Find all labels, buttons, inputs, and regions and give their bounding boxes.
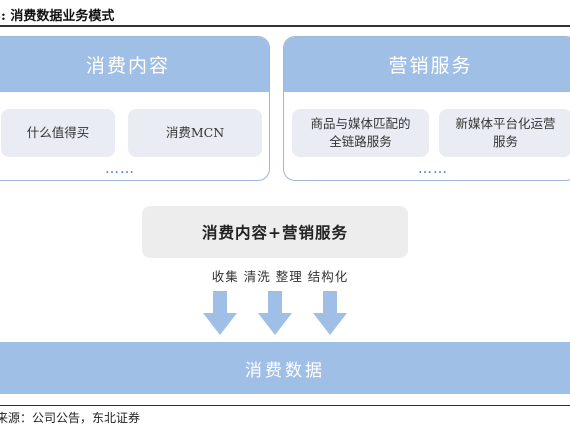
more-ellipsis: ……	[418, 161, 448, 177]
card-new-media-platform: 新媒体平台化运营 服务	[439, 109, 570, 157]
card-consumer-mcn: 消费MCN	[128, 109, 262, 157]
consumer-content-heading: 消费内容	[0, 37, 269, 92]
source-note: 来源：公司公告，东北证券	[0, 411, 141, 425]
consumer-content-panel: 消费内容 什么值得买 消费MCN ……	[0, 36, 270, 181]
figure-title: 3: 消费数据业务模式	[0, 9, 115, 24]
top-rule	[0, 25, 570, 27]
down-arrow-icon	[313, 291, 347, 335]
down-arrow-icon	[203, 291, 237, 335]
marketing-service-panel: 营销服务 商品与媒体匹配的 全链路服务 新媒体平台化运营 服务 ……	[283, 36, 570, 181]
bottom-rule	[0, 405, 570, 406]
more-ellipsis: ……	[105, 161, 135, 177]
consumer-data-band: 消费数据	[0, 342, 570, 394]
card-smzdm: 什么值得买	[1, 109, 115, 157]
combined-box: 消费内容+营销服务	[142, 206, 408, 258]
marketing-service-heading: 营销服务	[284, 37, 570, 92]
card-full-chain-service: 商品与媒体匹配的 全链路服务	[292, 109, 429, 157]
process-steps-label: 收集 清洗 整理 结构化	[211, 269, 349, 284]
down-arrow-icon	[258, 291, 292, 335]
